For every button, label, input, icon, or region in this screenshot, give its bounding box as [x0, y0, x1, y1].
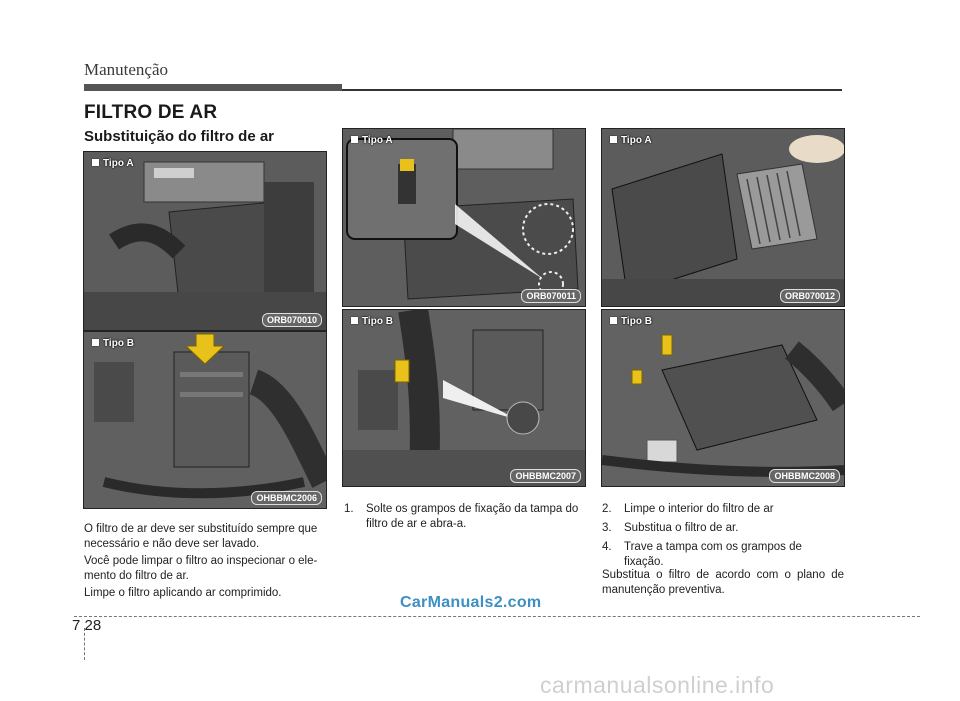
engine-bay-illustration [343, 129, 585, 306]
engine-bay-illustration [602, 310, 844, 486]
footer-dashed-rule [74, 616, 920, 617]
footer-watermark: carmanualsonline.info [540, 672, 775, 698]
step-item: 3. Substitua o filtro de ar. [602, 521, 844, 536]
watermark-link[interactable]: CarManuals2.com [400, 594, 542, 611]
header-rule-thick [84, 84, 342, 91]
header-rule-thin [342, 89, 842, 91]
photo-tipo-a-left: Tipo A ORB070010 [83, 151, 327, 331]
photo-tag: Tipo B [92, 338, 134, 349]
photo-tag: Tipo A [92, 158, 134, 169]
intro-text: O filtro de ar deve ser substituído semp… [84, 522, 326, 603]
step-item: 2. Limpe o interior do filtro de ar [602, 502, 844, 517]
photo-tipo-b-middle: Tipo B OHBBMC2007 [342, 309, 586, 487]
photo-tipo-b-left: Tipo B OHBBMC2006 [83, 331, 327, 509]
photo-code: OHBBMC2007 [510, 469, 581, 483]
subsection-title: Substituição do filtro de ar [84, 128, 275, 145]
step-item: 4. Trave a tampa com os grampos de fixaç… [602, 540, 844, 570]
photo-code: ORB070011 [521, 289, 581, 303]
engine-bay-illustration [84, 332, 326, 508]
page-number-dashed-rule [84, 628, 85, 660]
photo-code: ORB070012 [779, 289, 840, 303]
engine-bay-illustration [343, 310, 585, 486]
intro-paragraph-2: Você pode limpar o filtro ao inspecionar… [84, 555, 318, 582]
step-number: 1. [344, 503, 354, 515]
section-title: FILTRO DE AR [84, 102, 218, 123]
photo-tipo-b-right: Tipo B OHBBMC2008 [601, 309, 845, 487]
page-number: 7 28 [72, 617, 102, 634]
running-header: Manutenção [84, 60, 169, 79]
step-item: 1. Solte os grampos de fixação da tampa … [344, 502, 584, 532]
steps-middle: 1. Solte os grampos de fixação da tampa … [344, 502, 584, 536]
intro-paragraph-3: Limpe o filtro aplicando ar comprimido. [84, 587, 282, 599]
engine-bay-illustration [84, 152, 326, 330]
photo-code: OHBBMC2006 [251, 491, 322, 505]
steps-right: 2. Limpe o interior do filtro de ar 3. S… [602, 502, 844, 574]
step-text: Limpe o interior do filtro de ar [624, 503, 774, 515]
step-number: 4. [602, 541, 612, 553]
photo-tag: Tipo B [351, 316, 393, 327]
photo-code: ORB070010 [261, 313, 322, 327]
photo-tipo-a-middle: Tipo A ORB070011 [342, 128, 586, 307]
photo-tag: Tipo A [610, 135, 652, 146]
maintenance-note: Substitua o filtro de acordo com o plano… [602, 569, 844, 596]
photo-code: OHBBMC2008 [769, 469, 840, 483]
step-text: Substitua o filtro de ar. [624, 522, 739, 534]
photo-tag: Tipo A [351, 135, 393, 146]
photo-tipo-a-right: Tipo A ORB070012 [601, 128, 845, 307]
step-text: Trave a tampa com os grampos de fixação. [624, 541, 802, 568]
engine-bay-illustration [602, 129, 844, 306]
step-text: Solte os grampos de fixação da tampa do … [366, 503, 579, 530]
intro-paragraph-1: O filtro de ar deve ser substituído semp… [84, 523, 318, 550]
photo-tag: Tipo B [610, 316, 652, 327]
step-number: 3. [602, 522, 612, 534]
step-number: 2. [602, 503, 612, 515]
